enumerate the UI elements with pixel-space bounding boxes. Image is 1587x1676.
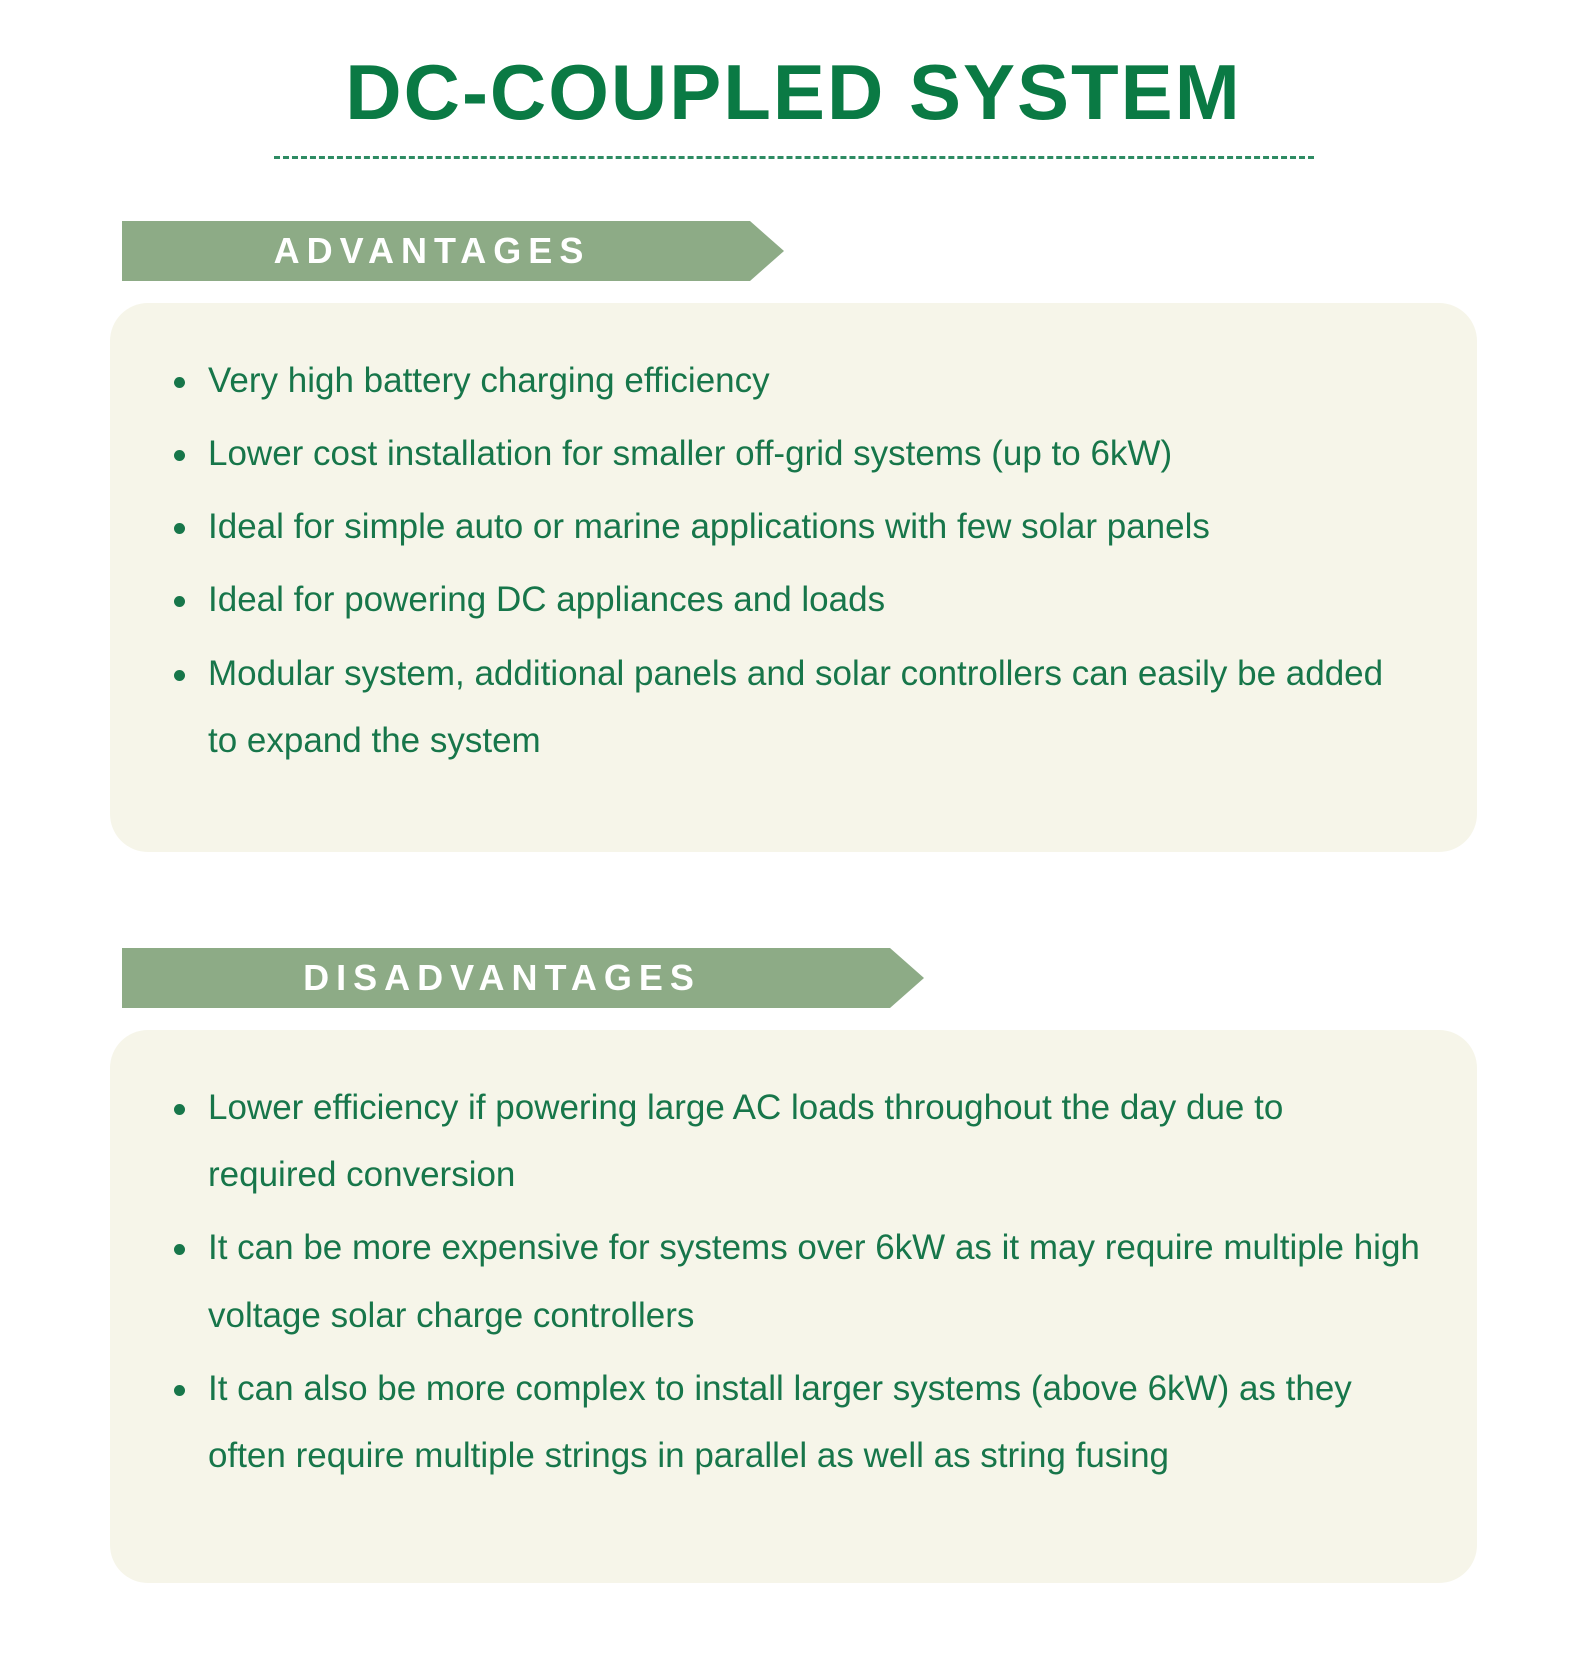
banner-disadvantages: DISADVANTAGES: [122, 948, 924, 1009]
advantages-list: Very high battery charging efficiency Lo…: [166, 347, 1421, 774]
section-disadvantages: DISADVANTAGES Lower efficiency if poweri…: [0, 948, 1587, 1584]
list-item: Ideal for powering DC appliances and loa…: [166, 566, 1421, 633]
card-advantages: Very high battery charging efficiency Lo…: [110, 302, 1477, 853]
page-title: DC-COUPLED SYSTEM: [345, 48, 1242, 136]
section-advantages: ADVANTAGES Very high battery charging ef…: [0, 220, 1587, 853]
card-disadvantages: Lower efficiency if powering large AC lo…: [110, 1030, 1477, 1584]
disadvantages-list: Lower efficiency if powering large AC lo…: [166, 1074, 1421, 1489]
title-block: DC-COUPLED SYSTEM: [0, 0, 1587, 159]
title-divider: [273, 155, 1314, 159]
banner-advantages-label: ADVANTAGES: [273, 229, 591, 271]
banner-advantages: ADVANTAGES: [122, 220, 784, 281]
list-item: It can be more expensive for systems ove…: [166, 1214, 1421, 1348]
list-item: Ideal for simple auto or marine applicat…: [166, 493, 1421, 560]
list-item: It can also be more complex to install l…: [166, 1355, 1421, 1489]
list-item: Modular system, additional panels and so…: [166, 640, 1421, 774]
list-item: Lower efficiency if powering large AC lo…: [166, 1074, 1421, 1208]
banner-disadvantages-label: DISADVANTAGES: [303, 957, 701, 999]
list-item: Very high battery charging efficiency: [166, 347, 1421, 414]
list-item: Lower cost installation for smaller off-…: [166, 420, 1421, 487]
